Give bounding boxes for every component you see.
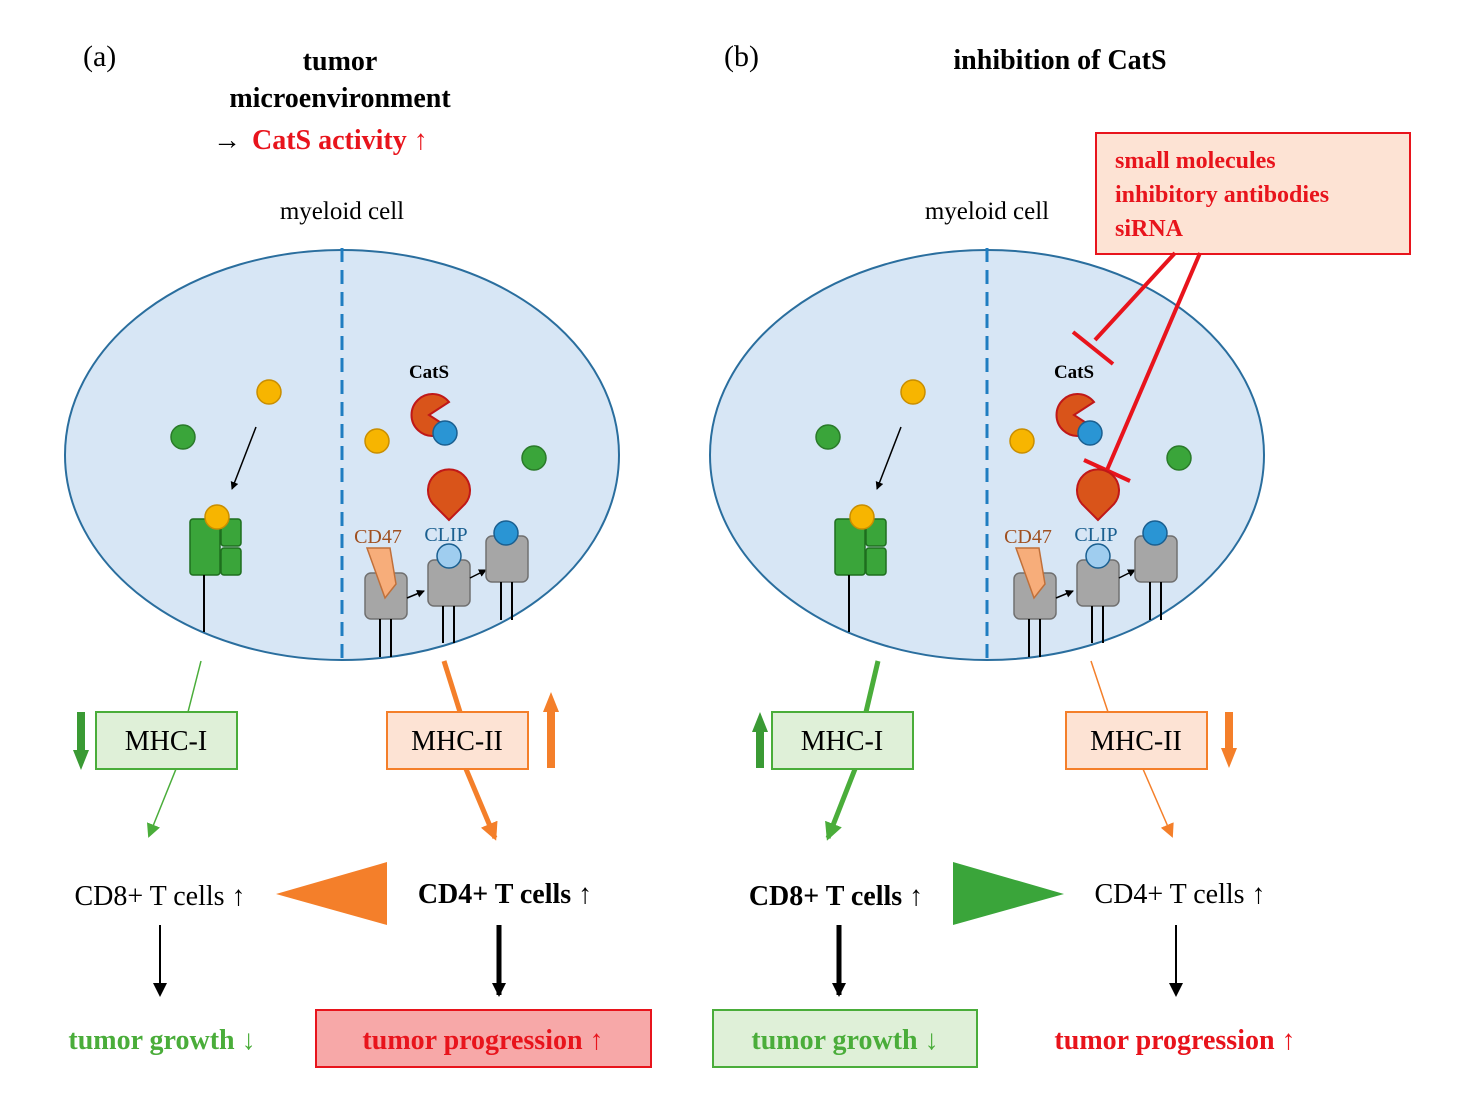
arrow-mhc2-to-cd4-a	[463, 768, 498, 841]
panel-a-title-cats-activity: CatS activity ↑	[252, 125, 428, 156]
mhc-ii-complex-b	[1013, 520, 1178, 657]
inhibitor-small-molecules: small molecules	[1115, 148, 1276, 174]
panel-a-title-line2: microenvironment	[229, 83, 451, 114]
peptide-yellow-a2	[364, 428, 390, 454]
clip-peptide-free-a	[432, 420, 458, 446]
mhc-i-molecule-a	[189, 504, 242, 632]
peptide-yellow-a	[256, 379, 282, 405]
peptide-yellow-b2	[1009, 428, 1035, 454]
peptide-yellow-b	[900, 379, 926, 405]
arrow-cell-to-mhc2-a	[441, 660, 463, 713]
mhc1-label-b: MHC-I	[801, 726, 883, 757]
arrow-cell-to-mhc2-b	[1090, 660, 1109, 713]
tumor-progression-box-a	[315, 1009, 652, 1068]
cats-label-a: CatS	[409, 362, 449, 383]
cd47-label-b: CD47	[1004, 526, 1052, 548]
panel-b-title: inhibition of CatS	[953, 45, 1166, 76]
balance-wedge-orange-a	[276, 862, 387, 925]
panel-a-label: (a)	[83, 40, 116, 73]
inhibitor-antibodies: inhibitory antibodies	[1115, 182, 1329, 208]
down-arrow-icon-mhc2-b	[1221, 712, 1237, 768]
panel-a-myeloid-cell-label: myeloid cell	[280, 198, 404, 225]
arrow-mhc2-to-cd4-b	[1142, 768, 1174, 838]
cd4-t-cells-a: CD4+ T cells ↑	[418, 879, 592, 910]
clip-peptide-free-b	[1077, 420, 1103, 446]
down-arrow-icon-mhc1-a	[73, 712, 89, 770]
mhc-i-molecule-b	[834, 504, 887, 632]
mhc1-label-a: MHC-I	[125, 726, 207, 757]
loading-arrow-b	[875, 426, 902, 490]
arrow-cell-to-mhc1-a	[187, 660, 202, 713]
cd8-t-cells-a: CD8+ T cells ↑	[74, 881, 245, 912]
cd47-label-a: CD47	[354, 526, 402, 548]
balance-wedge-green-b	[953, 862, 1064, 925]
clip-label-b: CLIP	[1074, 524, 1117, 546]
panel-a: (a) tumor microenvironment → CatS activi…	[64, 40, 652, 1068]
arrow-mhc1-to-cd8-a	[146, 768, 177, 838]
inhibitor-sirna: siRNA	[1115, 216, 1184, 242]
tumor-growth-a: tumor growth ↓	[68, 1025, 255, 1056]
clip-label-a: CLIP	[424, 524, 467, 546]
mhc2-box-b	[1065, 711, 1208, 770]
peptide-green-a2	[521, 445, 547, 471]
mhc2-label-a: MHC-II	[411, 726, 503, 757]
mhc1-box-a	[95, 711, 238, 770]
cats-enzyme-b2	[1076, 468, 1120, 522]
cats-enzyme-a2	[427, 468, 471, 522]
cats-label-b: CatS	[1054, 362, 1094, 383]
mhc-ii-complex-a	[364, 520, 529, 657]
mhc1-box-b	[771, 711, 914, 770]
loading-arrow-a	[230, 426, 257, 490]
peptide-green-b	[815, 424, 841, 450]
panel-b-myeloid-cell-label: myeloid cell	[925, 198, 1049, 225]
arrow-mhc1-to-cd8-b	[825, 768, 858, 841]
mhc2-box-a	[386, 711, 529, 770]
tumor-progression-a: tumor progression ↑	[362, 1025, 603, 1056]
panel-b: (b) inhibition of CatS small molecules i…	[709, 40, 1411, 1068]
panel-a-title-line1: tumor	[303, 46, 378, 77]
panel-b-label: (b)	[724, 40, 759, 73]
inhibition-lines	[1071, 251, 1202, 483]
inhibitors-box	[1095, 132, 1411, 255]
panel-a-title-arrow: →	[213, 124, 241, 155]
peptide-green-a	[170, 424, 196, 450]
tumor-progression-b: tumor progression ↑	[1054, 1025, 1295, 1056]
tumor-growth-box-b	[712, 1009, 978, 1068]
cd4-t-cells-b: CD4+ T cells ↑	[1094, 879, 1265, 910]
up-arrow-icon-mhc2-a	[543, 692, 559, 768]
tumor-growth-b: tumor growth ↓	[751, 1025, 938, 1056]
mhc2-label-b: MHC-II	[1090, 726, 1182, 757]
up-arrow-icon-mhc1-b	[752, 712, 768, 768]
arrow-cell-to-mhc1-b	[863, 660, 881, 713]
peptide-green-b2	[1166, 445, 1192, 471]
cd8-t-cells-b: CD8+ T cells ↑	[749, 881, 923, 912]
